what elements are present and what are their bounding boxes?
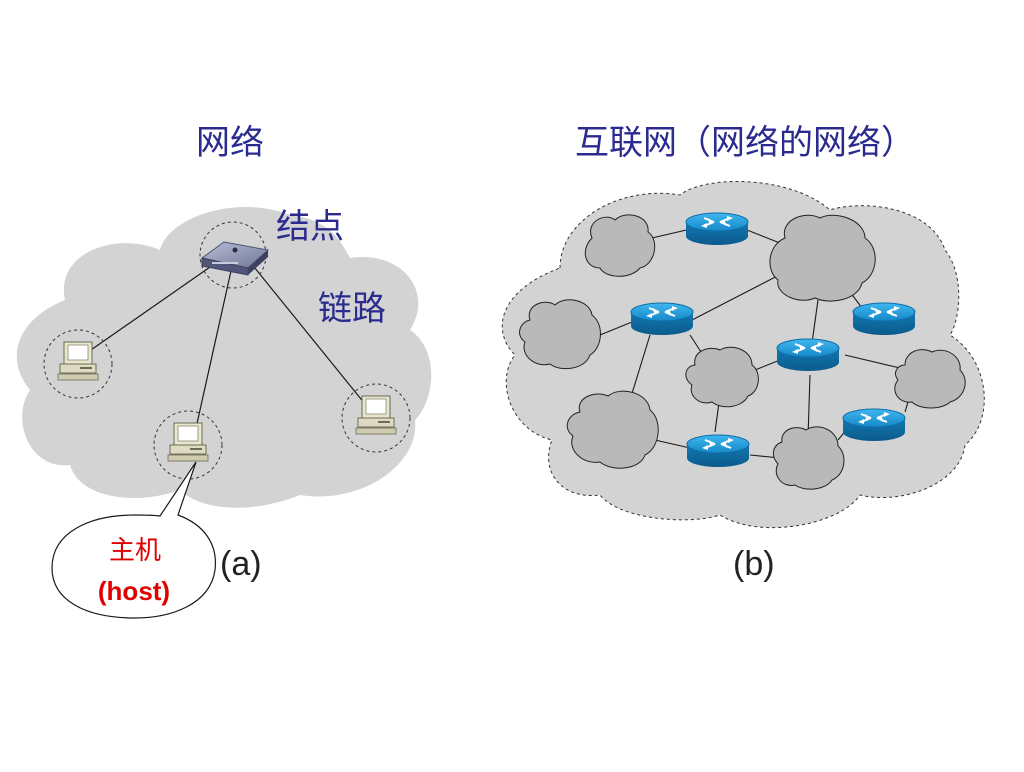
switch-icon xyxy=(200,241,270,276)
links xyxy=(87,257,366,429)
panel-a-title: 网络 xyxy=(196,123,264,163)
link-line xyxy=(691,271,786,321)
panel-b xyxy=(501,180,985,529)
node-label: 结点 xyxy=(276,207,344,247)
subnet-cloud xyxy=(566,390,659,469)
caption-b: (b) xyxy=(733,545,775,583)
subnet-clouds xyxy=(519,214,966,490)
router-icon xyxy=(630,302,694,336)
link-line xyxy=(754,359,781,371)
router-icon xyxy=(852,302,916,336)
router-icon xyxy=(686,434,750,468)
link-label: 链路 xyxy=(318,289,386,329)
link-line xyxy=(811,299,819,344)
computer-icon xyxy=(355,395,397,435)
link-line xyxy=(654,439,691,449)
link-line xyxy=(599,321,633,336)
link-line xyxy=(844,354,901,369)
subnet-cloud xyxy=(894,349,966,409)
panel-b-title: 互联网（网络的网络） xyxy=(575,123,915,163)
host-callout xyxy=(51,461,217,619)
subnet-cloud xyxy=(519,299,601,370)
caption-a: (a) xyxy=(220,545,262,583)
router-icon xyxy=(685,212,749,246)
router-icon xyxy=(776,338,840,372)
host-label-en: (host) xyxy=(97,576,171,606)
host-label-zh: 主机 xyxy=(108,536,161,566)
panel-a xyxy=(16,207,432,619)
computer-icon xyxy=(57,341,99,381)
host-dashed-circle xyxy=(341,383,411,453)
subnet-cloud xyxy=(685,346,759,408)
subnet-cloud xyxy=(772,426,845,490)
router-icon xyxy=(842,408,906,442)
host-dashed-circle xyxy=(153,410,223,480)
link-line xyxy=(195,261,234,429)
link-line xyxy=(807,374,811,439)
host-dashed-circle xyxy=(43,329,113,399)
network-cloud xyxy=(16,207,432,508)
link-line xyxy=(87,257,224,353)
computer-icon xyxy=(167,422,209,462)
subnet-cloud xyxy=(584,214,656,277)
link-line xyxy=(629,334,651,401)
link-line xyxy=(249,261,366,405)
subnet-cloud xyxy=(769,214,876,302)
